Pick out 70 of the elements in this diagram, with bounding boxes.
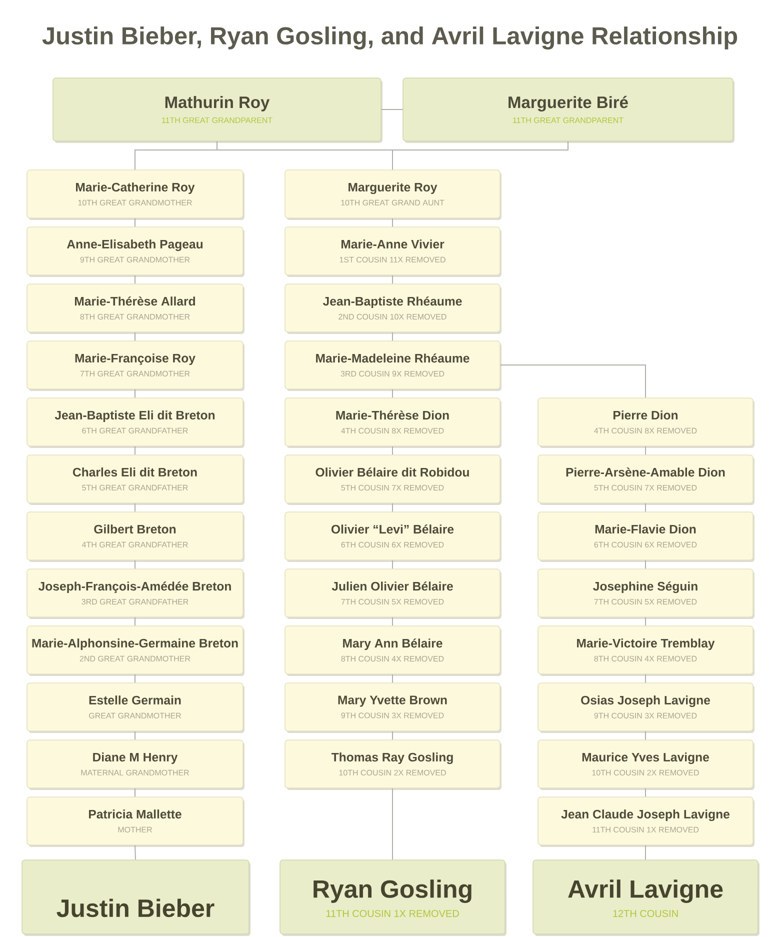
connector-line (134, 674, 136, 684)
descendant-box: Justin Bieber (22, 860, 250, 936)
person-box: Charles Eli dit Breton 5TH GREAT GRANDFATHER (26, 454, 244, 505)
connector-line (134, 616, 136, 626)
person-box: Anne-Elisabeth Pageau 9TH GREAT GRANDMOTHER (26, 226, 244, 277)
person-box: Estelle Germain GREAT GRANDMOTHER (26, 682, 244, 733)
person-box: Olivier Bélaire dit Robidou 5TH COUSIN 7X REMOVED (284, 454, 502, 505)
person-box: Maurice Yves Lavigne 10TH COUSIN 2X REMOVED (538, 740, 754, 790)
person-box: Patricia Mallette MOTHER (26, 796, 244, 847)
connector-line (392, 560, 393, 570)
connector-line (134, 730, 136, 740)
person-box: Mary Yvette Brown 9TH COUSIN 3X REMOVED (284, 682, 502, 733)
connector-line (392, 730, 393, 740)
connector-line (392, 502, 393, 512)
ancestor-box: Marguerite Biré 11TH GREAT GRANDPARENT (402, 78, 734, 143)
ancestor-box: Mathurin Roy 11TH GREAT GRANDPARENT (52, 78, 382, 143)
connector-line (392, 332, 393, 342)
person-box: Mary Ann Bélaire 8TH COUSIN 4X REMOVED (284, 626, 502, 676)
person-box: Thomas Ray Gosling 10TH COUSIN 2X REMOVED (284, 740, 502, 790)
person-box: Pierre-Arsène-Amable Dion 5TH COUSIN 7X REMOVED (538, 454, 754, 505)
person-box: Marie-Flavie Dion 6TH COUSIN 6X REMOVED (538, 512, 754, 562)
person-box: Marie-Catherine Roy 10TH GREAT GRANDMOTHER (26, 170, 244, 220)
person-box: Osias Joseph Lavigne 9TH COUSIN 3X REMOVED (538, 682, 754, 733)
person-box: Jean-Baptiste Eli dit Breton 6TH GREAT GRANDFATHER (26, 398, 244, 448)
connector-line (392, 218, 393, 228)
connector-line (645, 616, 646, 626)
connector-line (645, 560, 646, 570)
person-box: Gilbert Breton 4TH GREAT GRANDFATHER (26, 512, 244, 562)
connector-line (645, 788, 646, 798)
connector-line (134, 844, 136, 860)
person-box: Marguerite Roy 10TH GREAT GRAND AUNT (284, 170, 502, 220)
connector-line (134, 446, 136, 456)
person-box: Josephine Séguin 7TH COUSIN 5X REMOVED (538, 568, 754, 619)
connector-line (392, 674, 393, 684)
connector-line (392, 274, 393, 284)
person-box: Olivier “Levi” Bélaire 6TH COUSIN 6X REMOVED (284, 512, 502, 562)
person-box: Julien Olivier Bélaire 7TH COUSIN 5X REMOVED (284, 568, 502, 619)
connector-line (645, 446, 646, 456)
person-box: Marie-Françoise Roy 7TH GREAT GRANDMOTHER (26, 340, 244, 391)
connector-line (645, 674, 646, 684)
person-box: Jean-Baptiste Rhéaume 2ND COUSIN 10X REMOVED (284, 284, 502, 334)
descendant-box: Ryan Gosling 11TH COUSIN 1X REMOVED (280, 860, 506, 936)
title: Justin Bieber, Ryan Gosling, and Avril Lavigne Relationship (42, 26, 738, 50)
connector-line (134, 560, 136, 570)
connector-line (392, 788, 393, 860)
connector-line (134, 274, 136, 284)
connector-line (134, 502, 136, 512)
person-box: Joseph-François-Amédée Breton 3RD GREAT GRANDFATHER (26, 568, 244, 619)
connector-line (392, 616, 393, 626)
descendant-box: Avril Lavigne 12TH COUSIN (532, 860, 760, 936)
connector-line (392, 388, 393, 398)
connector-line (645, 844, 646, 860)
person-box: Marie-Thérèse Allard 8TH GREAT GRANDMOTHER (26, 284, 244, 334)
connector-line (134, 332, 136, 342)
connector-line (392, 446, 393, 456)
connector-line (134, 788, 136, 798)
person-box: Pierre Dion 4TH COUSIN 8X REMOVED (538, 398, 754, 448)
connector-line (645, 730, 646, 740)
connector-line (500, 364, 646, 398)
connector-line (645, 502, 646, 512)
person-box: Marie-Thérèse Dion 4TH COUSIN 8X REMOVED (284, 398, 502, 448)
connector-line (134, 388, 136, 398)
person-box: Marie-Alphonsine-Germaine Breton 2ND GREAT GRANDMOTHER (26, 626, 244, 676)
person-box: Diane M Henry MATERNAL GRANDMOTHER (26, 740, 244, 790)
person-box: Marie-Madeleine Rhéaume 3RD COUSIN 9X REMOVED (284, 340, 502, 391)
connector-line (380, 109, 404, 110)
person-box: Marie-Victoire Tremblay 8TH COUSIN 4X REMOVED (538, 626, 754, 676)
person-box: Jean Claude Joseph Lavigne 11TH COUSIN 1X REMOVED (538, 796, 754, 847)
connector-line (134, 218, 136, 228)
person-box: Marie-Anne Vivier 1ST COUSIN 11X REMOVED (284, 226, 502, 277)
